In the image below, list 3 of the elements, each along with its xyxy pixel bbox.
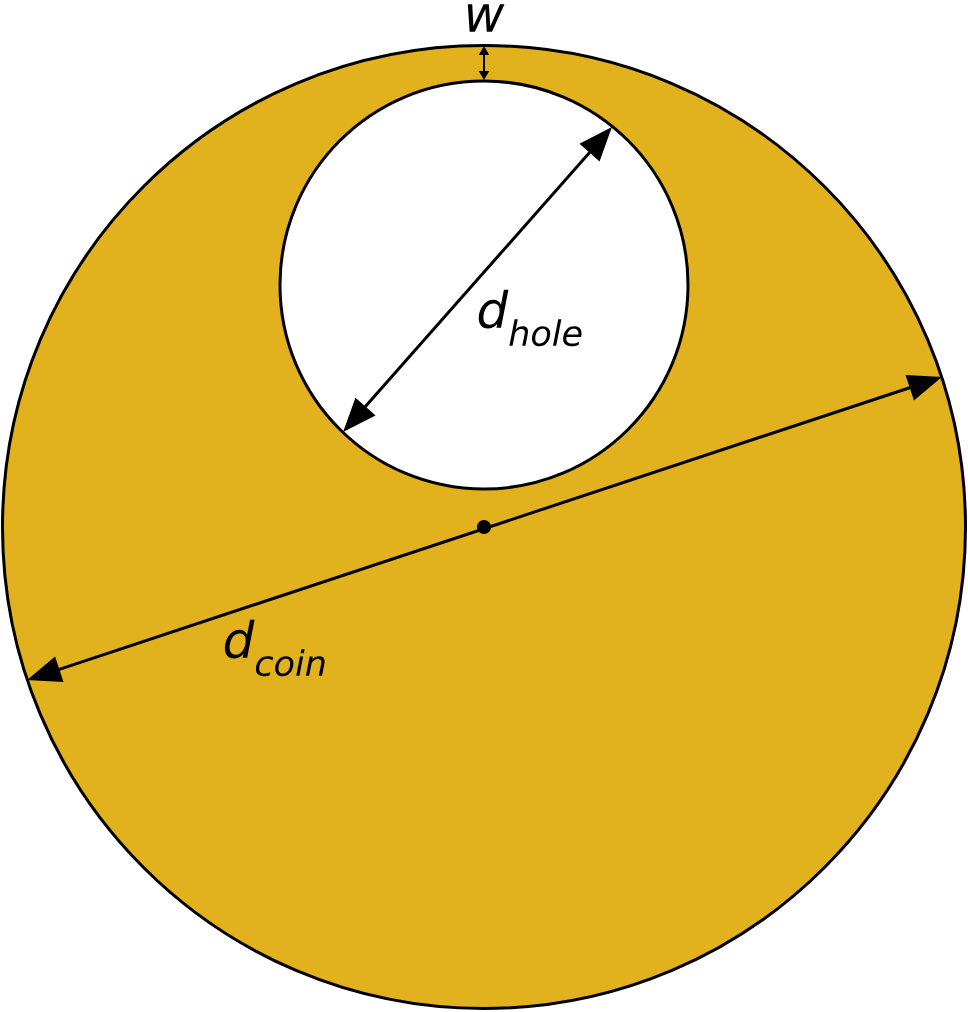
dimension-label: d$_{hole}$: [478, 289, 582, 347]
dimension-label: d$_{coin}$: [224, 619, 325, 677]
dimension-label: w: [467, 4, 505, 32]
